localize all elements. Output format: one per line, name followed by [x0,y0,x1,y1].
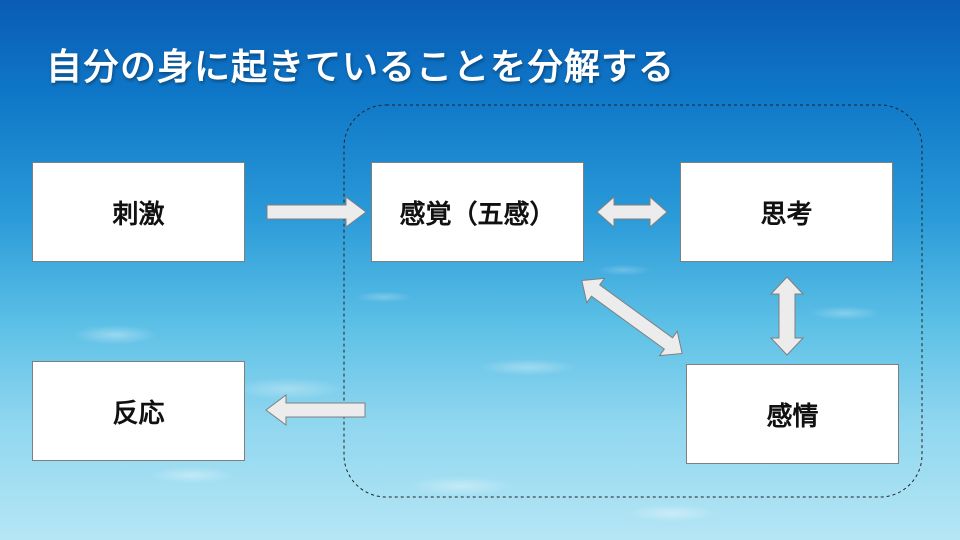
node-sensation: 感覚（五感） [371,162,584,262]
node-reaction-label: 反応 [112,398,165,429]
node-thought-label: 思考 [760,199,813,230]
node-emotion: 感情 [686,364,899,464]
arrow-group-to-reaction [265,394,366,426]
group-outline [343,104,923,498]
node-stimulus-label: 刺激 [112,199,165,230]
arrow-thought-emotion [769,276,805,356]
arrow-sensation-thought [596,195,668,229]
arrow-stimulus-to-sensation [266,196,367,228]
node-sensation-label: 感覚（五感） [399,199,556,230]
arrow-sensation-emotion [581,277,683,357]
slide-title: 自分の身に起きていることを分解する [46,47,676,88]
node-thought: 思考 [680,162,893,262]
node-stimulus: 刺激 [32,162,245,262]
node-reaction: 反応 [32,361,245,461]
node-emotion-label: 感情 [766,401,819,432]
